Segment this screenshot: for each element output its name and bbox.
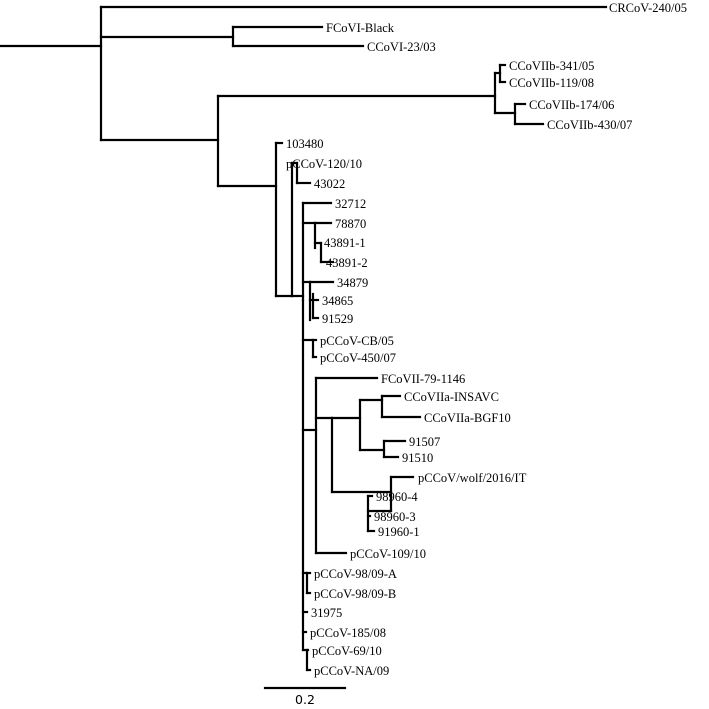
tip-label: 43891-2 [326, 256, 368, 270]
scale-bar-label: 0.2 [295, 692, 315, 707]
tree-branches [0, 5, 608, 672]
tip-label: 32712 [335, 197, 366, 211]
tip-label: CCoVIIb-430/07 [547, 118, 632, 132]
tip-label: FCoVII-79-1146 [381, 372, 465, 386]
tip-label: pCCoV-CB/05 [320, 334, 394, 348]
tip-label: 34865 [322, 294, 353, 308]
scale-bar: 0.2 [263, 686, 347, 707]
tip-label: pCCoV-120/10 [286, 157, 362, 171]
tip-label: FCoVI-Black [326, 21, 395, 35]
tip-label: 98960-4 [376, 490, 418, 504]
tip-label: CRCoV-240/05 [609, 1, 687, 15]
tip-label: pCCoV-98/09-B [314, 587, 396, 601]
tip-label: CCoVIIb-119/08 [509, 76, 594, 90]
tip-label: CCoVIIb-174/06 [529, 98, 614, 112]
tip-label: 34879 [337, 276, 368, 290]
tip-label: pCCoV-98/09-A [314, 567, 397, 581]
tip-label: 98960-3 [374, 510, 416, 524]
tip-labels: CRCoV-240/05 FCoVI-Black CCoVI-23/03 CCo… [286, 1, 687, 678]
tip-label: pCCoV-69/10 [312, 644, 382, 658]
tip-label: pCCoV-NA/09 [314, 664, 389, 678]
tip-label: 43891-1 [324, 236, 366, 250]
tip-label: CCoVIIa-INSAVC [404, 390, 499, 404]
tip-label: 43022 [314, 177, 345, 191]
tip-label: 91507 [409, 435, 440, 449]
tip-label: pCCoV/wolf/2016/IT [418, 471, 527, 485]
tip-label: pCCoV-185/08 [310, 626, 386, 640]
tip-label: 91510 [402, 451, 433, 465]
tip-label: 31975 [311, 606, 342, 620]
tip-label: pCCoV-450/07 [320, 351, 396, 365]
tip-label: CCoVIIb-341/05 [509, 59, 594, 73]
tip-label: CCoVIIa-BGF10 [424, 411, 511, 425]
tip-label: 78870 [335, 217, 366, 231]
tip-label: 91960-1 [378, 525, 420, 539]
tip-label: 91529 [322, 312, 353, 326]
tip-label: CCoVI-23/03 [367, 40, 436, 54]
tip-label: 103480 [286, 137, 324, 151]
tip-label: pCCoV-109/10 [350, 547, 426, 561]
